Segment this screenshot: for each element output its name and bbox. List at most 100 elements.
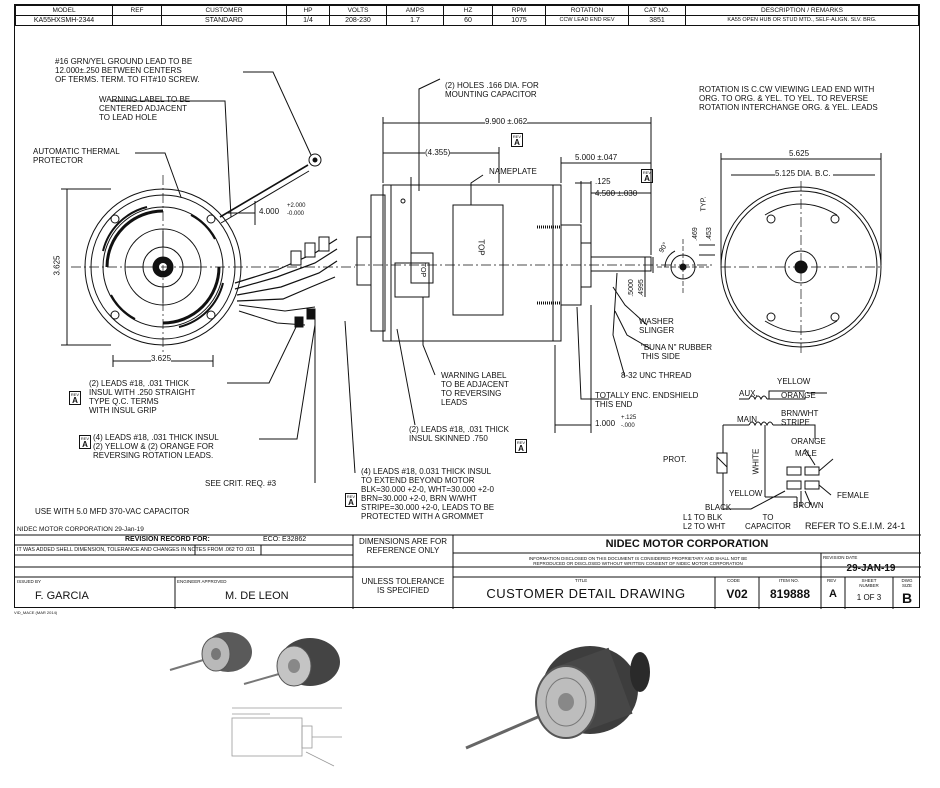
dim-1000-tol-bot: -.000 (621, 423, 635, 429)
rev-marker-top: REV (70, 392, 80, 397)
tb-revision-record: REVISION RECORD FOR: (125, 536, 210, 543)
note-nameplate: NAMEPLATE (489, 167, 537, 176)
note-capacitor-holes: (2) HOLES .166 DIA. FOR MOUNTING CAPACIT… (445, 81, 539, 99)
tb-revdate-label: REVISION DATE (823, 555, 858, 560)
product-photo-large (465, 646, 650, 750)
tb-sheet: 1 OF 3 (856, 593, 882, 602)
note-rotation: ROTATION IS C.CW VIEWING LEAD END WITH O… (699, 85, 878, 112)
footer-form-code: VID_MACE (MAR 2014) (14, 610, 58, 615)
dim-125: .125 (595, 177, 611, 186)
tb-rev-note: IT WAS ADDED SHELL DIMENSION, TOLERANCE … (17, 547, 256, 553)
tb-dwg-size: B (901, 590, 913, 606)
tb-company: NIDEC MOTOR CORPORATION (605, 538, 769, 550)
wire-prot: PROT. (663, 455, 687, 464)
note-warning-reversing: WARNING LABEL TO BE ADJACENT TO REVERSIN… (441, 371, 509, 407)
wire-brnwht: BRN/WHT STRIPE (781, 409, 819, 427)
dim-4000-tol-top: +2.000 (287, 203, 306, 209)
note-capacitor: USE WITH 5.0 MFD 370-VAC CAPACITOR (35, 507, 190, 516)
lead-end-view (61, 153, 355, 367)
wire-white: WHITE (751, 448, 761, 475)
mini-drawing-thumbnail (231, 707, 342, 767)
dim-1000-tol-top: +.125 (621, 415, 637, 421)
shaft-end-view (720, 153, 883, 355)
note-crit-req: SEE CRIT. REQ. #3 (205, 479, 277, 488)
note-leads-four: (4) LEADS #18, 0.031 THICK INSUL TO EXTE… (361, 467, 495, 521)
label-top-box: TOP (419, 262, 427, 278)
drawing-sheet: MODEL REF CUSTOMER HP VOLTS AMPS HZ RPM … (14, 4, 921, 609)
wire-black: BLACK (705, 503, 732, 512)
rev-marker-top: REV (512, 134, 522, 139)
tb-issued-by: F. GARCIA (35, 590, 89, 602)
tb-code: V02 (726, 587, 748, 601)
note-leads-yellow-orange: (4) LEADS #18, .031 THICK INSUL (2) YELL… (93, 433, 219, 460)
motor-line-drawing (15, 71, 921, 609)
tb-title: CUSTOMER DETAIL DRAWING (486, 586, 686, 601)
dim-453: .453 (705, 227, 713, 241)
tb-revdate: 29-JAN-19 (846, 563, 896, 574)
tb-proprietary: INFORMATION DISCLOSED ON THIS DOCUMENT I… (528, 556, 748, 566)
hdr-value-description: KA55 OPEN HUB OR STUD MTD., SELF-ALIGN. … (685, 15, 919, 26)
dim-4355: (4.355) (425, 148, 451, 157)
wiring-diagram (716, 390, 834, 510)
tb-corp-date: NIDEC MOTOR CORPORATION 29-Jan-19 (17, 526, 144, 533)
wire-orange-2: ORANGE (791, 437, 826, 446)
rev-marker-letter: A (644, 174, 650, 183)
rev-marker-top: REV (642, 170, 652, 175)
tb-eco: ECO: E32862 (263, 536, 307, 543)
label-top-nameplate: TOP (476, 239, 486, 256)
dim-469: .469 (691, 227, 699, 241)
title-block-lines (15, 534, 921, 609)
note-thermal-protector: AUTOMATIC THERMAL PROTECTOR (33, 147, 120, 165)
dim-5125-bc: 5.125 DIA. B.C. (775, 169, 831, 178)
tb-item-label: ITEM NO. (779, 578, 799, 583)
dim-shaft-4995: .4995 (637, 279, 645, 297)
tb-rev: A (829, 588, 837, 600)
rev-marker-letter: A (82, 440, 88, 449)
wire-l1-l2: L1 TO BLK L2 TO WHT (683, 513, 726, 531)
rev-marker-top: REV (516, 440, 526, 445)
note-washer: WASHER SLINGER (639, 317, 675, 335)
wire-main: MAIN (737, 415, 757, 424)
dim-4000-tol-bot: -0.000 (287, 211, 305, 217)
wire-female: FEMALE (837, 491, 870, 500)
dim-5625: 5.625 (789, 149, 810, 158)
rev-marker-top: REV (346, 494, 356, 499)
dim-3625-vertical: 3.625 (52, 255, 62, 276)
note-buna: "BUNA N" RUBBER THIS SIDE (641, 343, 713, 361)
tb-engineer-label: ENGINEER APPROVED (177, 579, 227, 584)
spec-header-values: KA55HXSMH-2344 STANDARD 1/4 208-230 1.7 … (15, 15, 919, 26)
tb-unless: UNLESS TOLERANCE IS SPECIFIED (361, 577, 445, 595)
rev-marker-top: REV (80, 436, 90, 441)
dim-overall-length: 9.900 ±.062 (485, 117, 528, 126)
tb-code-label: CODE (727, 578, 741, 583)
rev-marker-letter: A (514, 138, 520, 147)
note-ground-lead: #16 GRN/YEL GROUND LEAD TO BE 12.000±.25… (55, 57, 200, 84)
dim-5000: 5.000 ±.047 (575, 153, 618, 162)
note-thread: 8-32 UNC THREAD (621, 371, 692, 380)
wire-to-capacitor: TO CAPACITOR (745, 513, 791, 531)
tb-dwg-label: DWG SIZE (901, 578, 913, 588)
wire-brown: BROWN (793, 501, 824, 510)
dim-4500: 4.500 ±.030 (595, 189, 638, 198)
spec-header-labels: MODEL REF CUSTOMER HP VOLTS AMPS HZ RPM … (15, 5, 919, 16)
tb-sheet-label: SHEET NUMBER (859, 578, 879, 588)
dim-shaft-5000: .5000 (627, 279, 635, 297)
wire-male: MALE (795, 449, 817, 458)
tb-dims-ref: DIMENSIONS ARE FOR REFERENCE ONLY (358, 537, 447, 555)
note-endshield: TOTALLY ENC. ENDSHIELD THIS END (595, 391, 699, 409)
dim-typ: TYP. (700, 196, 708, 212)
tb-title-label: TITLE (575, 578, 588, 583)
wire-yellow-2: YELLOW (729, 489, 763, 498)
wire-orange: ORANGE (781, 391, 816, 400)
dim-4000: 4.000 (259, 207, 280, 216)
note-warning-label: WARNING LABEL TO BE CENTERED ADJACENT TO… (99, 95, 191, 122)
rev-marker-letter: A (518, 444, 524, 453)
note-leads-qc: (2) LEADS #18, .031 THICK INSUL WITH .25… (89, 379, 196, 415)
wire-aux: AUX. (739, 389, 758, 398)
